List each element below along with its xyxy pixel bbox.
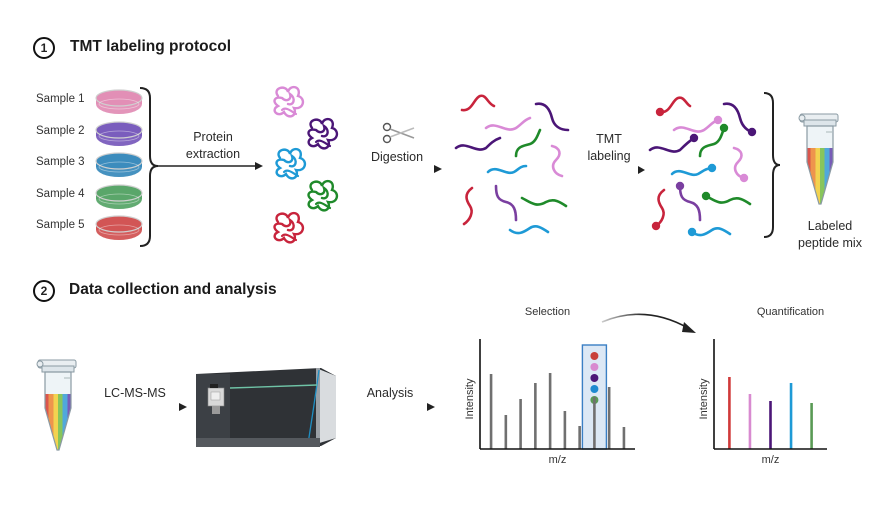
peptide-fragment [494, 184, 518, 222]
protein-icon [307, 117, 339, 150]
labeled-peptide [687, 227, 732, 237]
tmt-tag-icon [689, 133, 699, 143]
section-title-data-collection: Data collection and analysis [69, 281, 277, 298]
peptide-fragment [508, 225, 550, 235]
petri-dish-icon [95, 183, 143, 209]
peptide-fragment [486, 164, 528, 175]
peptide-fragment [460, 94, 496, 112]
step-number-badge: 2 [33, 280, 55, 302]
peptide-fragment [520, 196, 568, 208]
selection-spectrum-chart: Selection m/z Intensity [464, 306, 635, 466]
reporter-ion-marker [590, 385, 599, 393]
sample-label: Sample 4 [36, 187, 85, 200]
protein-extraction-label: Protein extraction [185, 130, 241, 161]
lcmsms-label: LC-MS-MS [104, 386, 166, 400]
labeled-peptide [722, 102, 757, 137]
petri-dish-icon [95, 152, 143, 177]
peptide-fragment [534, 102, 570, 132]
sample-label: Sample 5 [36, 219, 85, 231]
protein-icon [273, 85, 305, 118]
labeled-peptide [675, 181, 702, 222]
sample-label: Sample 1 [36, 93, 85, 105]
tmt-tag-icon [707, 163, 717, 173]
peptide-fragment [462, 186, 474, 226]
petri-dish-icon [95, 120, 143, 146]
y-axis-label: Intensity [464, 378, 476, 419]
scissors-icon [382, 122, 415, 144]
section-title-tmt-labeling: TMT labeling protocol [70, 38, 232, 55]
labeled-peptide [670, 163, 717, 177]
tmt-labeling-arrow [571, 166, 645, 174]
chart-title: Selection [525, 306, 570, 318]
x-axis-label: m/z [762, 454, 780, 466]
analysis-arrow [340, 403, 435, 411]
x-axis-label: m/z [549, 454, 567, 466]
protein-cluster [273, 85, 339, 244]
tmt-tag-icon [719, 123, 729, 133]
protein-extraction-arrow [157, 162, 263, 170]
mass-spectrometer-icon [196, 368, 336, 447]
labeled-peptide [732, 146, 749, 183]
tmt-tag-icon [713, 115, 723, 125]
tmt-tag-icon [651, 221, 661, 231]
petri-dish-icon [95, 215, 143, 240]
reporter-ion-marker [590, 374, 599, 382]
sample-label: Sample 2 [36, 124, 85, 137]
labeled-peptide [648, 133, 699, 153]
step-number-badge: 1 [33, 37, 55, 59]
y-axis-label: Intensity [698, 378, 710, 419]
reporter-ion-marker [590, 363, 599, 371]
labeled-bracket [763, 92, 781, 238]
digestion-label: Digestion [370, 150, 424, 164]
chart-title: Quantification [757, 306, 824, 318]
labeled-peptide [651, 188, 666, 231]
protein-icon [307, 179, 339, 212]
labeled-peptide [698, 123, 729, 158]
sample-label: Sample 3 [36, 156, 85, 168]
peptide-fragment [484, 116, 532, 131]
lcmsms-arrow [84, 403, 187, 411]
labeled-peptide-tube-icon [798, 113, 839, 205]
quantification-spectrum-chart: Quantification m/z Intensity [698, 306, 827, 466]
peptide-fragment [550, 144, 564, 178]
labeled-peptide [672, 115, 723, 133]
protein-icon [275, 147, 307, 180]
peptide-fragment [514, 128, 542, 158]
tmt-tag-icon [675, 181, 685, 191]
protein-icon [273, 211, 305, 244]
tmt-tag-icon [747, 127, 757, 137]
labeled-peptide [655, 96, 692, 117]
tmt-tag-icon [701, 191, 711, 201]
tmt-tag-icon [687, 227, 697, 237]
tmt-labeling-label: TMT labeling [587, 132, 631, 163]
peptide-fragment [454, 136, 502, 151]
sample-tube-icon [36, 359, 77, 451]
labeled-peptide-fragments [648, 96, 757, 237]
reporter-ion-marker [590, 352, 599, 360]
petri-dish-icon [95, 89, 143, 114]
tmt-tag-icon [739, 173, 749, 183]
tmt-tag-icon [655, 107, 665, 117]
digestion-arrow [351, 165, 442, 173]
selection-to-quantification-arrow [601, 313, 696, 333]
labeled-peptide-mix-label: Labeled peptide mix [798, 219, 862, 250]
labeled-peptide [701, 191, 752, 206]
peptide-fragments [454, 94, 570, 235]
analysis-label: Analysis [366, 386, 414, 400]
